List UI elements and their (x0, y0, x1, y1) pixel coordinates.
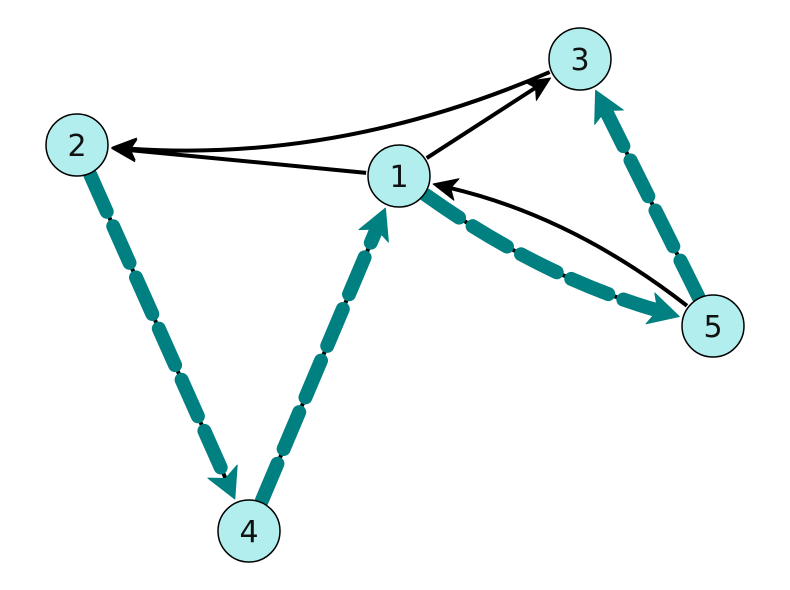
edge-highlight-dash (597, 102, 706, 304)
edge-4-to-1 (254, 207, 389, 508)
edge-line (425, 85, 538, 160)
node-5[interactable]: 5 (681, 294, 745, 358)
node-label: 1 (389, 160, 408, 195)
node-circle (548, 27, 612, 91)
edge-2-to-4 (83, 168, 238, 500)
node-1[interactable]: 1 (367, 144, 431, 208)
edge-3-to-2 (111, 70, 551, 161)
edge-highlight-dash (83, 168, 234, 487)
node-circle (45, 113, 109, 177)
node-label: 4 (239, 515, 258, 550)
edge-5-to-3 (594, 89, 706, 304)
node-circle (217, 499, 281, 563)
edge-line (128, 70, 551, 153)
edge-line (448, 185, 689, 308)
node-circle (681, 294, 745, 358)
edge-line (128, 147, 367, 175)
arrowhead (358, 207, 389, 243)
arrowhead (645, 292, 680, 325)
edge-highlight-dash (418, 188, 667, 318)
nodes-layer: 1 2 3 4 5 (45, 27, 745, 563)
edge-5-to-1 (432, 178, 689, 308)
node-circle (367, 144, 431, 208)
edge-1-to-3 (425, 77, 552, 160)
node-4[interactable]: 4 (217, 499, 281, 563)
arrowhead (594, 89, 624, 125)
node-3[interactable]: 3 (548, 27, 612, 91)
edge-1-to-2 (111, 139, 367, 175)
node-label: 2 (67, 129, 86, 164)
node-label: 5 (703, 310, 722, 345)
arrowhead (111, 137, 138, 161)
node-2[interactable]: 2 (45, 113, 109, 177)
edge-highlight-dash (254, 220, 385, 508)
edges-layer (83, 70, 706, 508)
node-label: 3 (570, 43, 589, 78)
edge-1-to-5 (418, 188, 680, 325)
arrowhead (432, 178, 460, 201)
arrowhead (207, 464, 238, 500)
